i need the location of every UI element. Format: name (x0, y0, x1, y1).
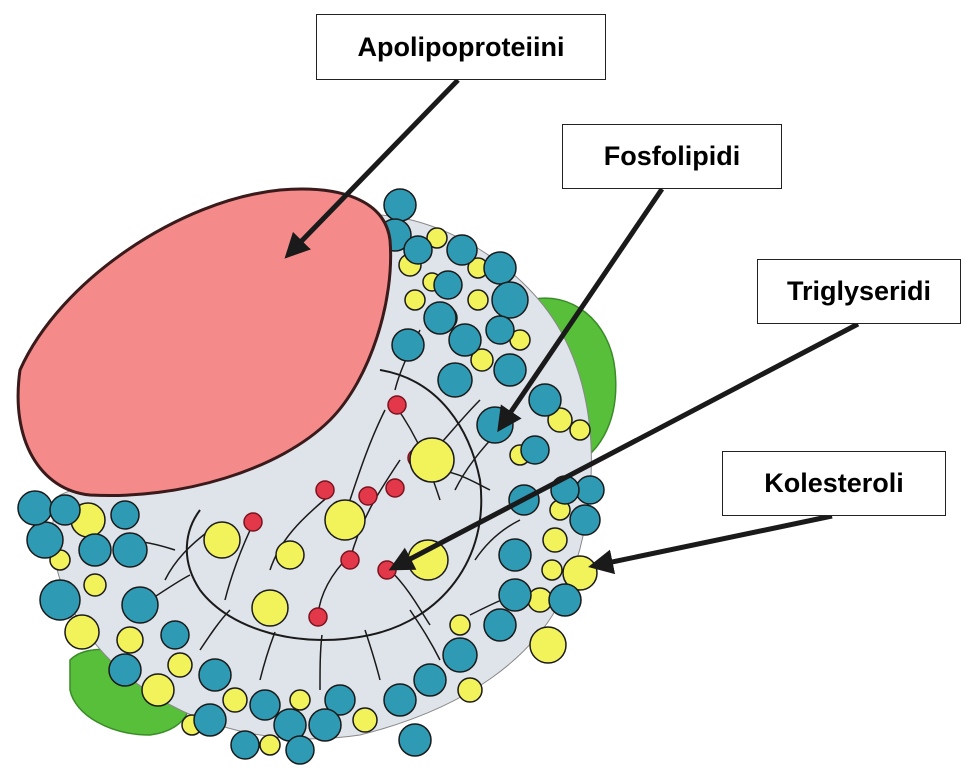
triglyceride-dot (309, 608, 327, 626)
triglyceride-dot (386, 479, 404, 497)
triglyceride-dot (244, 513, 262, 531)
label-apolipoprotein: Apolipoproteiini (316, 14, 606, 80)
arrow-to-cholesterol (593, 516, 832, 566)
label-cholesterol: Kolesteroli (722, 451, 946, 516)
label-triglyceride: Triglyseridi (757, 259, 961, 324)
triglyceride-dot (316, 481, 334, 499)
label-phospholipid: Fosfolipidi (562, 124, 782, 189)
triglyceride-dot (359, 487, 377, 505)
triglyceride-dot (388, 396, 406, 414)
triglyceride-dot (341, 551, 359, 569)
triglyceride-dot (378, 561, 396, 579)
